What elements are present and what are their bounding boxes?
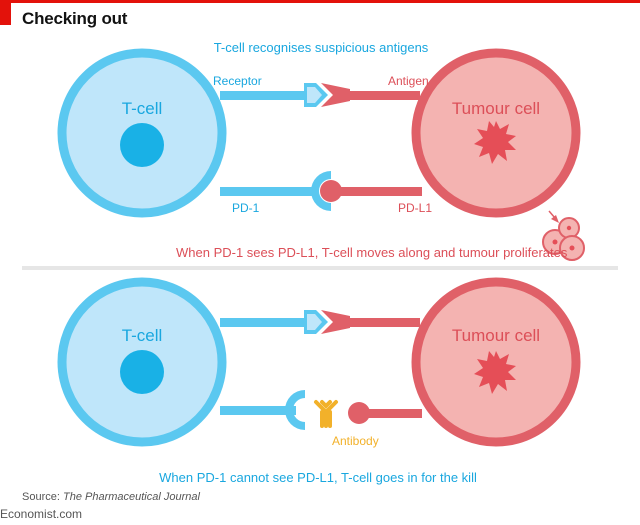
proliferating-cells-icon xyxy=(542,217,585,261)
top-tcell-nucleus xyxy=(120,123,164,167)
top-antigen-icon xyxy=(321,83,350,107)
bottom-panel: T-cell Tumour cell Antibody When PD-1 ca… xyxy=(57,277,581,485)
pd1-label: PD-1 xyxy=(232,201,260,215)
source-note: Source: The Pharmaceutical Journal xyxy=(22,491,200,503)
bottom-antigen-stalk xyxy=(348,318,420,327)
bottom-antigen-icon xyxy=(321,310,350,334)
antigen-label: Antigen xyxy=(388,74,429,88)
bottom-tcell-label: T-cell xyxy=(122,326,163,345)
top-pdl1-icon xyxy=(320,180,342,202)
bottom-pd1-stalk xyxy=(220,406,296,415)
top-tumour-label: Tumour cell xyxy=(452,99,540,118)
top-pd1-icon xyxy=(311,171,331,211)
top-pdl1-stalk xyxy=(338,187,422,196)
top-receptor-stalk xyxy=(220,91,306,100)
panel-divider xyxy=(22,266,618,270)
receptor-label: Receptor xyxy=(213,74,262,88)
bottom-pdl1-icon xyxy=(348,402,370,424)
source-prefix: Source: xyxy=(22,491,60,503)
top-tcell-label: T-cell xyxy=(122,99,163,118)
top-tumour-core-icon xyxy=(474,121,516,164)
bottom-caption: When PD-1 cannot see PD-L1, T-cell goes … xyxy=(159,470,477,485)
red-tab-marker xyxy=(0,3,11,25)
top-red-rule xyxy=(0,0,640,3)
top-pd1-stalk xyxy=(220,187,314,196)
top-caption: T-cell recognises suspicious antigens xyxy=(214,40,429,55)
top-bottom-caption: When PD-1 sees PD-L1, T-cell moves along… xyxy=(176,245,568,260)
top-panel: T-cell Tumour cell Receptor Antigen PD-1… xyxy=(57,40,585,261)
antibody-label: Antibody xyxy=(332,434,379,448)
footer-credit: Economist.com xyxy=(0,507,83,521)
bottom-tumour-core-icon xyxy=(474,351,516,394)
antibody-icon xyxy=(314,400,338,428)
bottom-pd1-icon xyxy=(285,390,305,430)
bottom-tcell-nucleus xyxy=(120,350,164,394)
bottom-tumour-label: Tumour cell xyxy=(452,326,540,345)
top-antigen-stalk xyxy=(348,91,420,100)
bottom-pdl1-stalk xyxy=(366,409,422,418)
source-publication: The Pharmaceutical Journal xyxy=(62,491,200,503)
pdl1-label: PD-L1 xyxy=(398,201,432,215)
bottom-receptor-stalk xyxy=(220,318,306,327)
chart-title: Checking out xyxy=(22,9,128,28)
